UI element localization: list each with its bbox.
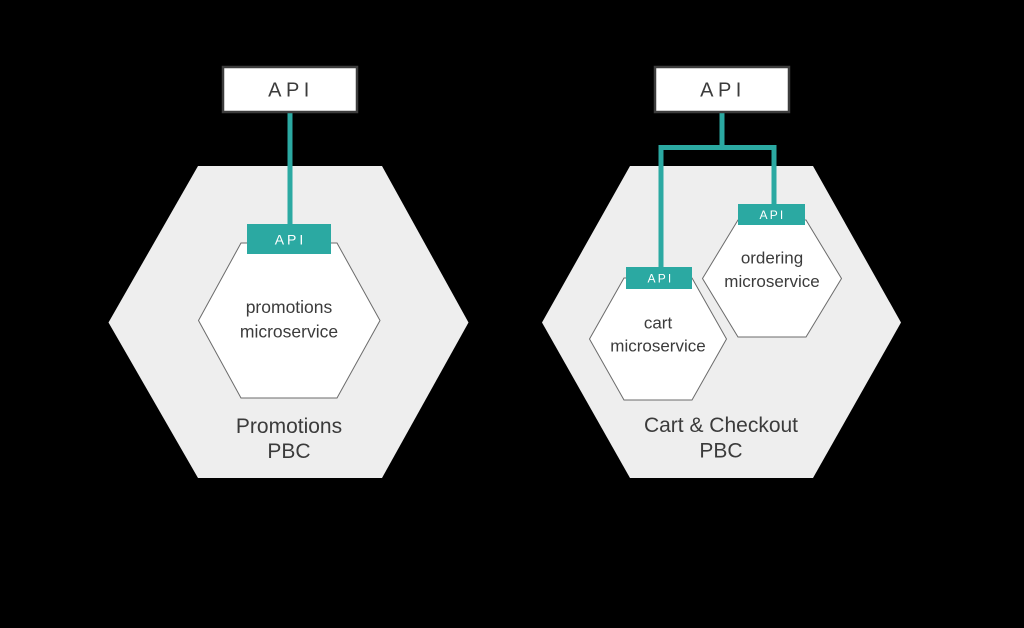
promotions-api-chip xyxy=(247,224,331,254)
promotions-api-gateway-box xyxy=(221,65,359,114)
ordering-microservice-label-line1: ordering xyxy=(741,249,803,268)
cart-microservice-label-line1: cart xyxy=(644,314,673,333)
cart-api-chip xyxy=(626,267,692,289)
ordering-api-chip xyxy=(738,204,805,225)
promotions-pbc-label-line2: PBC xyxy=(267,440,310,463)
promotions-microservice-label-line1: promotions xyxy=(246,297,333,317)
promotions-api-chip-label: API xyxy=(275,232,307,248)
ordering-microservice-hexagon xyxy=(701,219,843,338)
promotions-pbc-label-line1: Promotions xyxy=(236,415,342,438)
cart-microservice-label-line2: microservice xyxy=(610,337,705,356)
cart-checkout-api-gateway-box xyxy=(653,65,791,114)
ordering-microservice-label-line2: microservice xyxy=(724,272,819,291)
promotions-microservice-hexagon xyxy=(197,242,381,399)
cart-checkout-pbc-label-line1: Cart & Checkout xyxy=(644,414,798,437)
cart-checkout-pbc-group: API API API ordering microservice cart m… xyxy=(542,65,901,478)
cart-checkout-api-gateway-label: API xyxy=(700,80,746,102)
cart-api-chip-label: API xyxy=(648,272,674,286)
promotions-api-gateway-label: API xyxy=(268,80,314,102)
ordering-api-chip-label: API xyxy=(760,208,786,222)
cart-checkout-api-branch-lines xyxy=(658,145,777,269)
cart-checkout-pbc-label-line2: PBC xyxy=(699,440,742,463)
promotions-microservice-label-line2: microservice xyxy=(240,322,338,342)
promotions-pbc-group: API API promotions microservice Promotio… xyxy=(108,65,469,478)
